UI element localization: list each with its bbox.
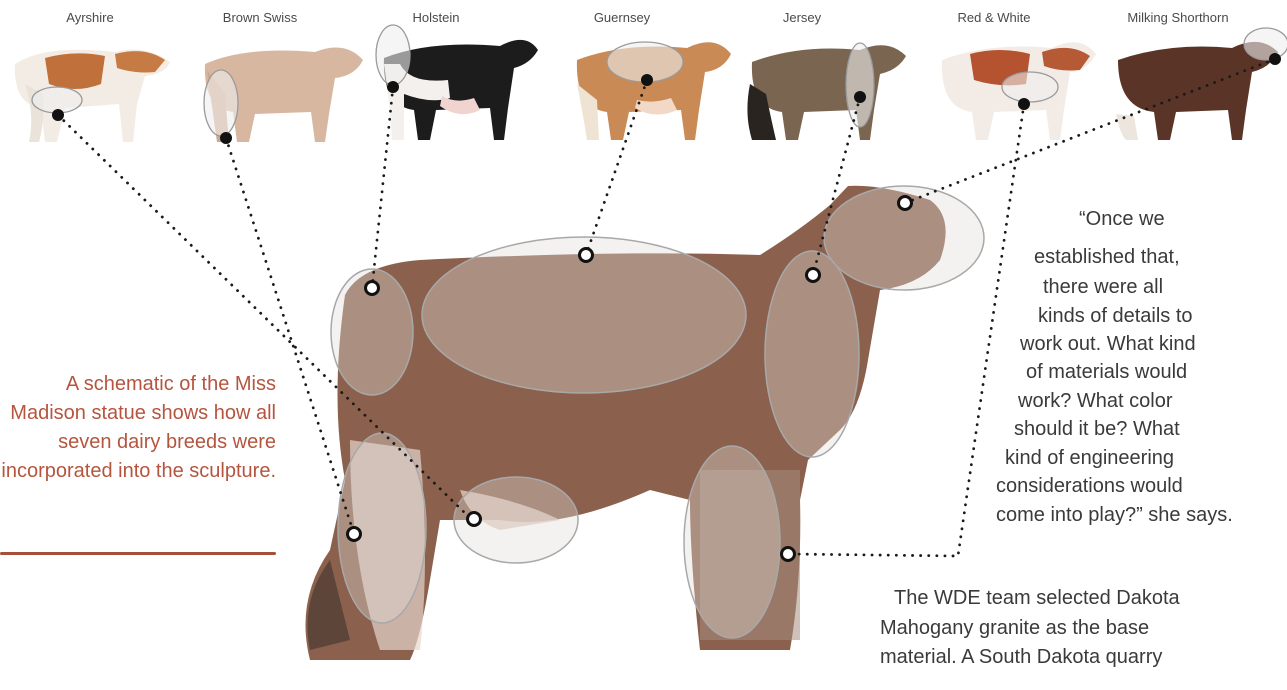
body-line: Mahogany granite as the base	[880, 614, 1149, 642]
thumb-ellipse-brown-swiss	[204, 70, 238, 136]
body-line: material. A South Dakota quarry	[880, 643, 1162, 671]
quote-line: work? What color	[1018, 387, 1173, 415]
thumb-ellipse-jersey	[846, 43, 874, 127]
connector-guernsey	[586, 80, 647, 255]
marker-red-white	[782, 548, 795, 561]
marker-guernsey	[580, 249, 593, 262]
dot-brown-swiss	[220, 132, 232, 144]
quote-line: come into play?” she says.	[996, 501, 1233, 529]
quote-line: there were all	[1043, 273, 1163, 301]
marker-brown-swiss	[348, 528, 361, 541]
quote-line: work out. What kind	[1020, 330, 1196, 358]
ellipse-red-white-foreleg	[684, 446, 780, 638]
thumb-ellipse-shorthorn	[1244, 28, 1287, 60]
dot-ayrshire	[52, 109, 64, 121]
caption-divider	[0, 552, 276, 555]
thumb-ellipse-holstein	[376, 25, 410, 85]
dot-red-white	[1018, 98, 1030, 110]
quote-line: of materials would	[1026, 358, 1187, 386]
quote-line: should it be? What	[1014, 415, 1180, 443]
quote-line: kind of engineering	[1005, 444, 1174, 472]
marker-ayrshire	[468, 513, 481, 526]
figure-caption: A schematic of the Miss Madison statue s…	[0, 370, 276, 486]
dot-holstein	[387, 81, 399, 93]
marker-holstein	[366, 282, 379, 295]
quote-line: kinds of details to	[1038, 302, 1193, 330]
body-line: The WDE team selected Dakota	[894, 584, 1180, 612]
marker-shorthorn	[899, 197, 912, 210]
thumb-ellipse-red-white	[1002, 72, 1058, 102]
quote-line: established that,	[1034, 243, 1180, 271]
dot-jersey	[854, 91, 866, 103]
marker-jersey	[807, 269, 820, 282]
dot-guernsey	[641, 74, 653, 86]
connector-shorthorn	[905, 59, 1275, 203]
dot-shorthorn	[1269, 53, 1281, 65]
quote-line: considerations would	[996, 472, 1183, 500]
quote-line: “Once we	[1079, 205, 1165, 233]
connector-holstein	[372, 87, 393, 288]
